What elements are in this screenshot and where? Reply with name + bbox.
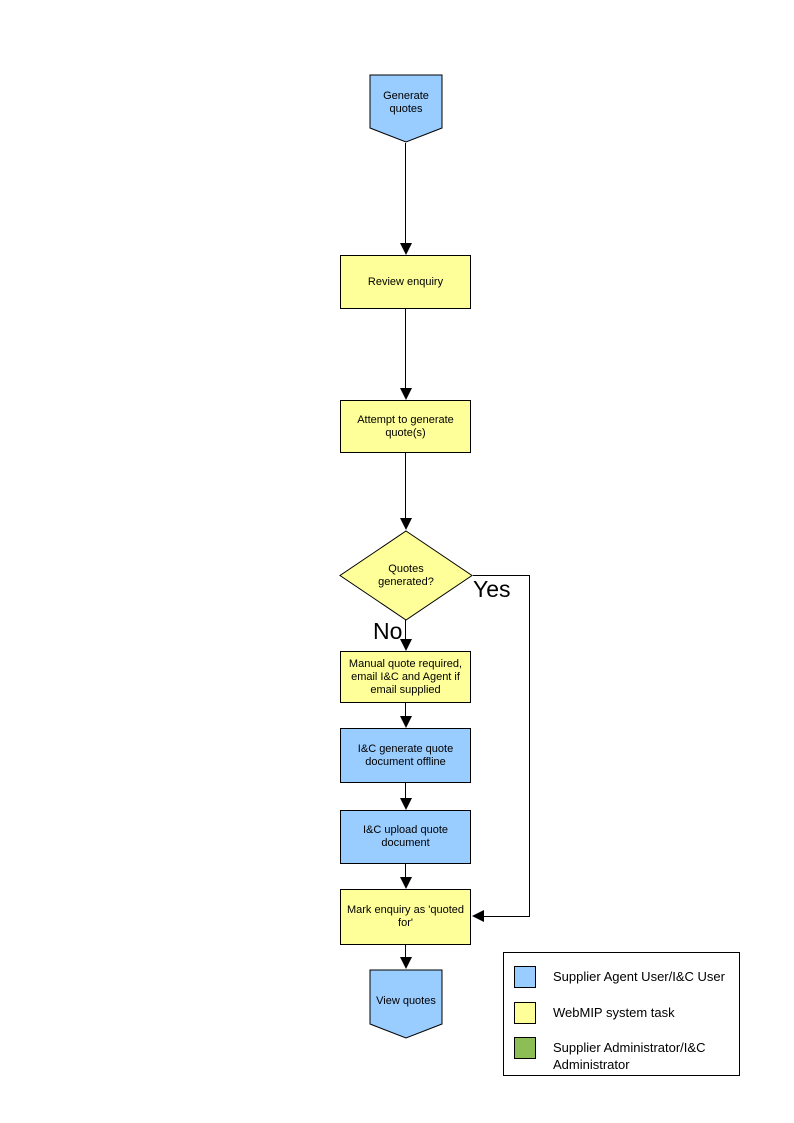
yes-branch-line xyxy=(484,916,530,917)
arrowhead-down-icon xyxy=(400,716,412,728)
connector-line xyxy=(405,703,406,716)
legend-label: WebMIP system task xyxy=(553,1005,675,1020)
connector-line xyxy=(405,864,406,877)
arrowhead-down-icon xyxy=(400,518,412,530)
connector-line xyxy=(405,453,406,518)
node-label: Manual quote required, email I&C and Age… xyxy=(348,657,463,696)
pentagon-down-shape xyxy=(369,74,443,143)
yes-branch-line xyxy=(529,575,530,917)
node-label: I&C upload quote document xyxy=(362,824,448,849)
legend-item-webmip-task: WebMIP system task xyxy=(514,1002,731,1024)
connector-line xyxy=(405,783,406,798)
node-label: I&C generate quote document offline xyxy=(357,742,454,768)
arrowhead-down-icon xyxy=(400,388,412,400)
node-ic-generate-offline: I&C generate quote document offline xyxy=(340,728,471,783)
yes-branch-line xyxy=(473,575,530,576)
arrowhead-down-icon xyxy=(400,639,412,651)
node-generate-quotes: Generate quotes xyxy=(369,74,443,143)
legend-label: Supplier Agent User/I&C User xyxy=(553,969,725,984)
legend-label: Supplier Administrator/I&C Administrator xyxy=(553,1040,706,1072)
legend-item-supplier-admin: Supplier Administrator/I&C Administrator xyxy=(514,1037,731,1073)
yellow-swatch xyxy=(514,1002,536,1024)
pentagon-down-shape xyxy=(369,969,443,1039)
connector-line xyxy=(405,309,406,388)
connector-line xyxy=(405,945,406,957)
legend-box: Supplier Agent User/I&C User WebMIP syst… xyxy=(503,952,740,1076)
node-quotes-generated-decision: Quotes generated? xyxy=(339,530,473,621)
node-label: Mark enquiry as 'quoted for' xyxy=(346,904,465,929)
diamond-shape xyxy=(339,530,473,621)
node-label: Quotes generated? xyxy=(378,562,434,588)
yes-branch-label: Yes xyxy=(473,576,511,602)
blue-swatch xyxy=(514,966,536,988)
arrowhead-down-icon xyxy=(400,798,412,810)
arrowhead-left-icon xyxy=(472,910,484,922)
node-label: Attempt to generate quote(s) xyxy=(357,413,454,439)
arrowhead-down-icon xyxy=(400,243,412,255)
node-label: Review enquiry xyxy=(367,275,444,288)
no-branch-label: No xyxy=(373,618,403,644)
node-manual-quote: Manual quote required, email I&C and Age… xyxy=(340,651,471,703)
node-view-quotes: View quotes xyxy=(369,969,443,1039)
green-swatch xyxy=(514,1037,536,1059)
node-label: View quotes xyxy=(376,994,436,1007)
node-label: Generate quotes xyxy=(383,90,429,115)
node-review-enquiry: Review enquiry xyxy=(340,255,471,309)
node-attempt-generate: Attempt to generate quote(s) xyxy=(340,400,471,453)
arrowhead-down-icon xyxy=(400,957,412,969)
arrowhead-down-icon xyxy=(400,877,412,889)
legend-item-supplier-agent: Supplier Agent User/I&C User xyxy=(514,966,731,988)
no-branch-line xyxy=(405,620,406,639)
node-ic-upload: I&C upload quote document xyxy=(340,810,471,864)
node-mark-quoted: Mark enquiry as 'quoted for' xyxy=(340,889,471,945)
connector-line xyxy=(405,143,406,243)
